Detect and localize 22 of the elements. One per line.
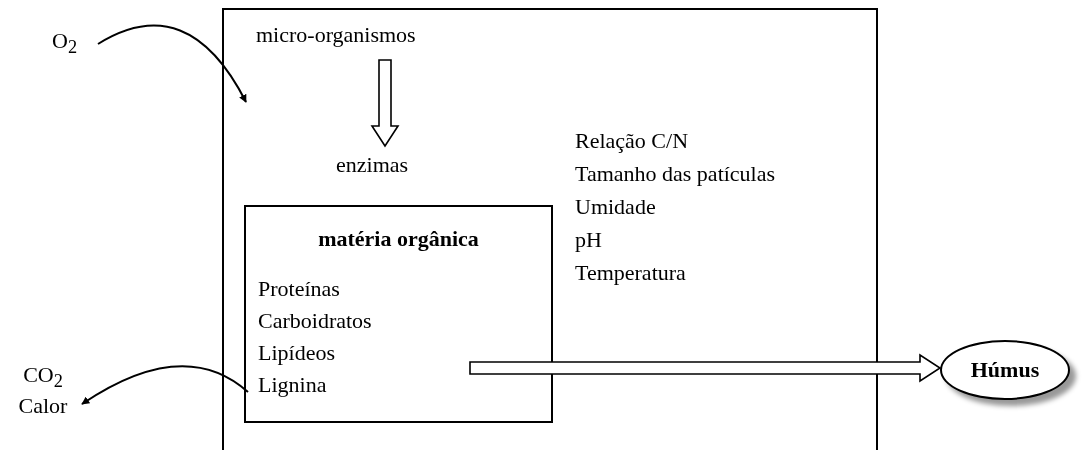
component-label: Carboidratos: [258, 307, 373, 335]
factor-label: pH: [575, 226, 603, 254]
text-label: O$_{2}$: [52, 28, 78, 60]
box-heading: matéria orgânica: [318, 225, 479, 253]
curved-arrow: [81, 365, 249, 405]
text-label: Calor: [18, 393, 68, 420]
hollow-arrow: [469, 353, 942, 383]
factor-label: Tamanho das patículas: [575, 160, 776, 188]
text-label: enzimas: [336, 152, 409, 179]
curved-arrow: [97, 24, 247, 103]
product-ellipse: Húmus: [940, 340, 1070, 400]
component-label: Proteínas: [258, 275, 341, 303]
factor-label: Relação C/N: [575, 127, 690, 155]
component-label: Lipídeos: [258, 339, 336, 367]
factor-label: Umidade: [575, 193, 657, 221]
component-label: Lignina: [258, 371, 328, 399]
container-box: [222, 8, 878, 450]
hollow-arrow: [370, 59, 400, 148]
text-label: micro-organismos: [256, 22, 416, 49]
text-label: CO$_{2}$: [23, 362, 63, 394]
organic-matter-box: [244, 205, 553, 423]
factor-label: Temperatura: [575, 259, 687, 287]
